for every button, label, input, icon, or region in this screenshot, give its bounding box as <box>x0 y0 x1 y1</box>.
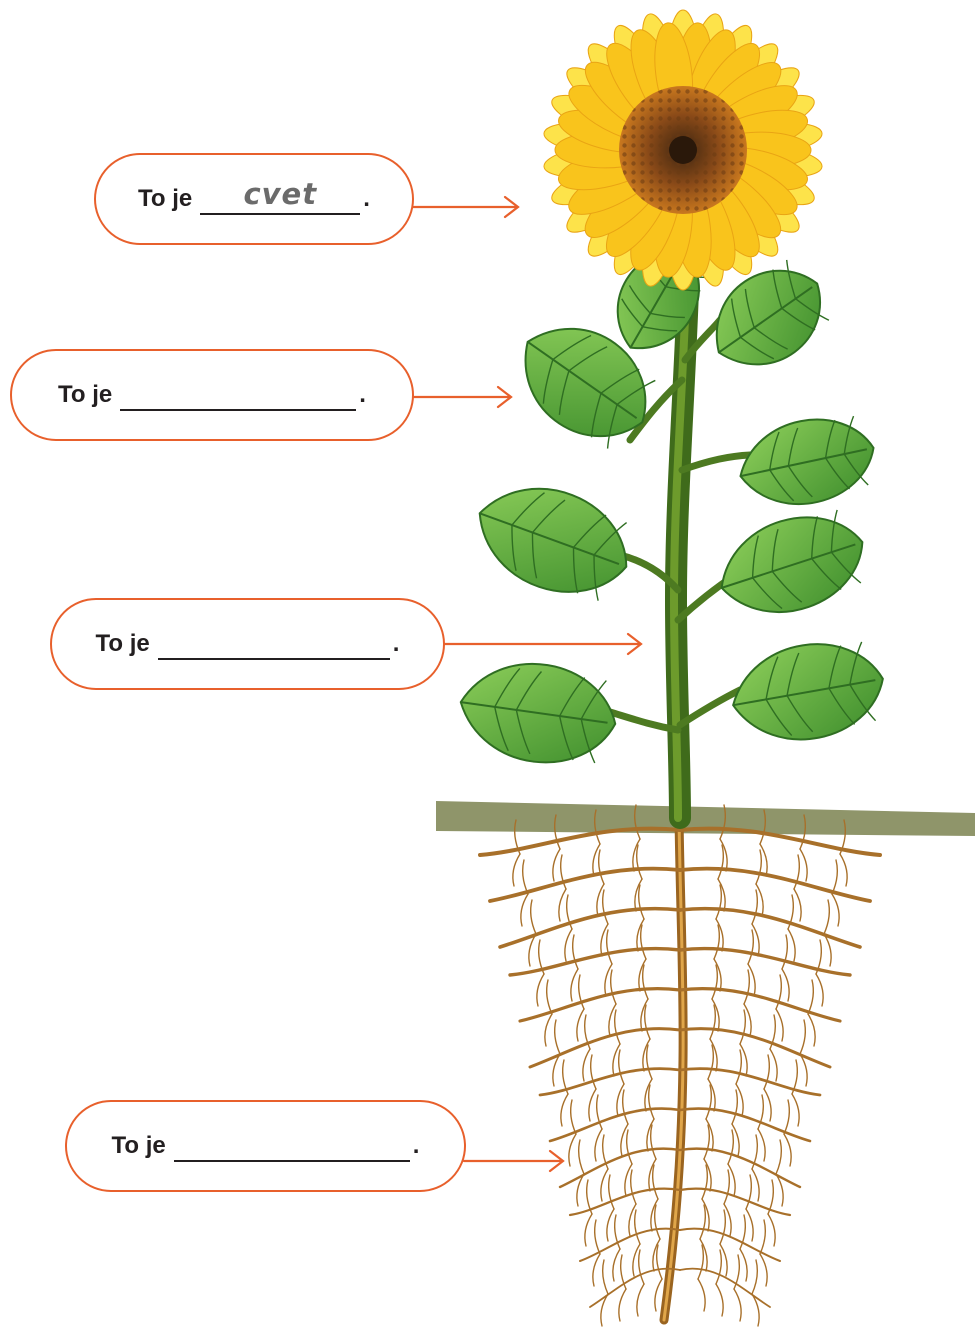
label-suffix: . <box>359 381 366 409</box>
answer-field[interactable] <box>158 628 390 660</box>
leaf <box>454 654 622 772</box>
label-suffix: . <box>413 1132 420 1160</box>
arrow-stem <box>443 634 641 654</box>
arrow-root <box>464 1151 563 1171</box>
leaf <box>732 407 882 516</box>
label-prefix: To je <box>96 630 150 658</box>
label-stem: To je . <box>50 598 445 690</box>
label-prefix: To je <box>112 1132 166 1160</box>
label-flower: To je cvet . <box>94 153 414 245</box>
arrow-flower <box>412 197 518 217</box>
label-prefix: To je <box>138 185 192 213</box>
label-prefix: To je <box>58 381 112 409</box>
label-leaf: To je . <box>10 349 414 441</box>
leaf <box>463 467 643 612</box>
answer-field[interactable] <box>174 1130 410 1162</box>
answer-field[interactable]: cvet <box>200 183 360 215</box>
label-suffix: . <box>363 185 370 213</box>
answer-text: cvet <box>200 177 360 211</box>
arrow-leaf <box>412 387 511 407</box>
leaf <box>708 499 877 630</box>
roots <box>480 805 880 1326</box>
leaf <box>725 633 891 752</box>
answer-field[interactable] <box>120 379 356 411</box>
soil-line <box>436 801 975 836</box>
sunflower-head <box>542 10 824 290</box>
label-suffix: . <box>393 630 400 658</box>
label-root: To je . <box>65 1100 466 1192</box>
